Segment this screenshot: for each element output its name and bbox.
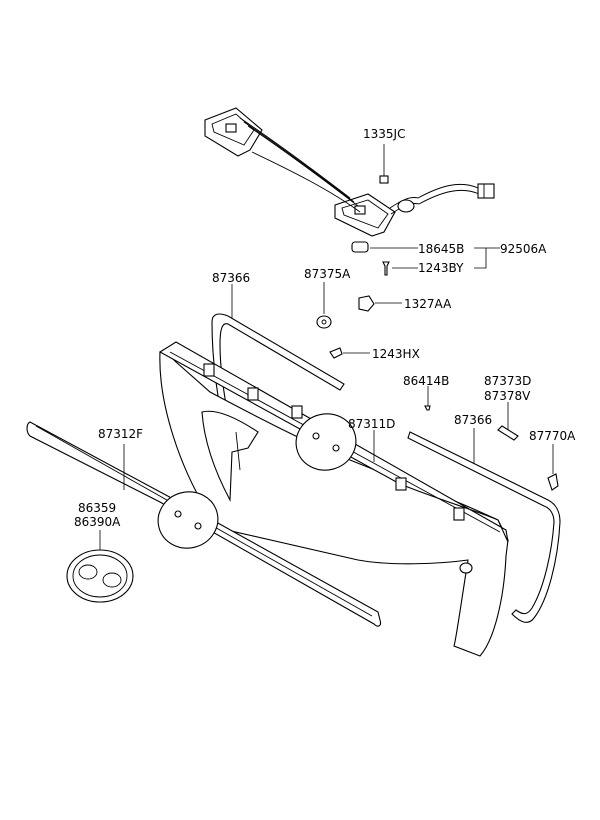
molding-hole-2 [194,522,202,530]
emblem-loop-right [102,572,122,588]
harness-wire-1 [239,117,351,199]
label-87311d: 87311D [348,417,395,431]
lamp-bulb-right [354,205,366,215]
boss-hole-1 [312,432,320,440]
label-1335jc: 1335JC [363,127,405,141]
boss-hole-2 [332,444,340,452]
panel-clip-3 [291,405,303,419]
emblem-outer [66,549,134,603]
label-92506a: 92506A [500,242,547,256]
label-87312f: 87312F [98,427,143,441]
washer-87375a [316,315,332,329]
panel-emblem-boss [295,413,357,471]
screw-1243hx [329,347,343,359]
cutout-rib [235,431,241,471]
label-87366-upper: 87366 [212,271,250,285]
garnish-panel-87311d [158,341,509,657]
clip-1335jc [379,175,389,184]
harness-wire-4 [251,151,361,213]
harness-wire-3 [247,125,359,207]
harness-connector [477,183,495,199]
label-87770a: 87770A [529,429,576,443]
lamp-lens-left [211,113,255,146]
nut-1327aa [358,295,375,312]
panel-clip-1 [203,363,215,377]
label-87373d: 87373D [484,374,531,388]
bulb-18645b [351,241,369,253]
label-18645b: 18645B [418,242,464,256]
label-87375a: 87375A [304,267,351,281]
label-1243by: 1243BY [418,261,464,275]
bracket-92506a [474,247,500,269]
label-87378v: 87378V [484,389,531,403]
license-lamp-harness [204,107,495,237]
lamp-lens-right [341,199,389,229]
grommet [397,199,415,213]
lamp-bulb-left [225,123,237,133]
label-1243hx: 1243HX [372,347,420,361]
panel-mount-hole [459,562,473,574]
label-86359: 86359 [78,501,116,515]
molding-emblem-boss [157,491,219,549]
label-1327aa: 1327AA [404,297,452,311]
screw-1243by [382,261,390,276]
panel-cutout-left [201,410,259,503]
emblem-86359 [66,549,134,603]
pin-86414b [424,405,431,411]
label-87366-right: 87366 [454,413,492,427]
label-86414b: 86414B [403,374,449,388]
washer-hole [321,319,327,325]
seal-strip-87366-right [407,431,561,623]
panel-clip-4 [395,477,407,491]
pad-87373d [497,425,519,441]
clip-87770a [547,473,559,491]
panel-clip-5 [453,507,465,521]
harness-wire-2 [243,121,355,203]
label-86390a: 86390A [74,515,121,529]
emblem-inner [72,554,128,598]
molding-hole-1 [174,510,182,518]
molding-87312f [26,421,382,627]
emblem-loop-left [78,564,98,580]
panel-clip-2 [247,387,259,401]
